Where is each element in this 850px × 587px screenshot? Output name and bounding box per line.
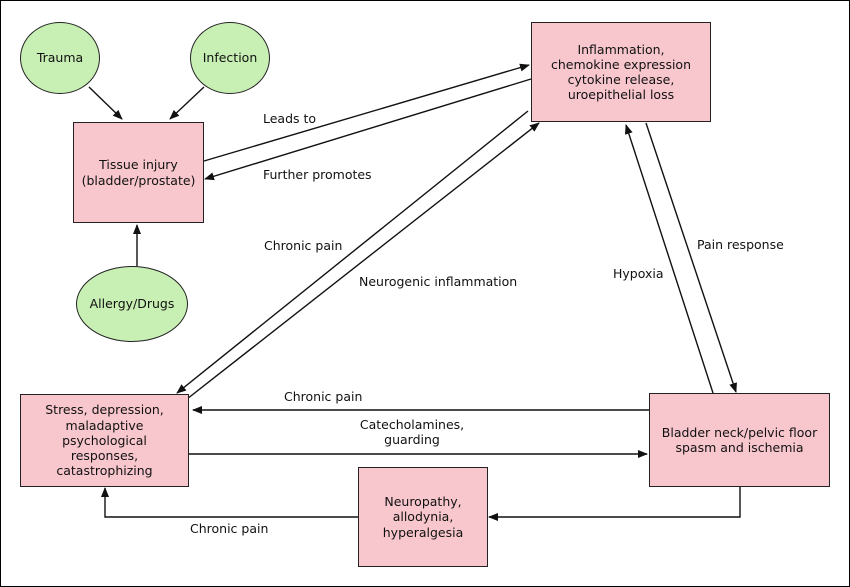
label-neurogenic-inflammation: Neurogenic inflammation [359, 274, 518, 289]
label-catecholamines: Catecholamines, guarding [359, 417, 465, 448]
edge-trauma-to-injury [88, 86, 123, 120]
edge-pain-response [645, 122, 737, 393]
label-chronic-pain-diagonal: Chronic pain [264, 238, 343, 253]
label-hypoxia: Hypoxia [613, 266, 664, 281]
label-further-promotes: Further promotes [263, 167, 372, 182]
node-neuropathy: Neuropathy, allodynia, hyperalgesia [358, 467, 488, 567]
label-chronic-pain-bottom: Chronic pain [190, 521, 269, 536]
node-inflammation: Inflammation, chemokine expression cytok… [531, 22, 711, 122]
edge-chronic-pain-diagonal [176, 110, 529, 394]
edge-leads-to [203, 63, 530, 162]
node-infection: Infection [190, 22, 270, 94]
edge-chronic-pain-bottom [101, 487, 358, 518]
edge-bladder-to-neuropathy [488, 487, 741, 521]
node-trauma: Trauma [20, 22, 100, 94]
edge-further-promotes [204, 78, 532, 181]
edge-hypoxia [624, 124, 714, 394]
label-pain-response: Pain response [697, 237, 784, 252]
edge-neurogenic-inflammation [186, 122, 540, 400]
node-bladder-neck: Bladder neck/pelvic floor spasm and isch… [649, 393, 830, 487]
label-leads-to: Leads to [263, 111, 317, 126]
node-stress: Stress, depression, maladaptive psycholo… [20, 394, 189, 487]
edge-infection-to-injury [169, 86, 205, 120]
node-tissue-injury: Tissue injury (bladder/prostate) [73, 122, 204, 223]
label-chronic-pain-top: Chronic pain [284, 389, 363, 404]
node-allergy-drugs: Allergy/Drugs [76, 266, 188, 342]
